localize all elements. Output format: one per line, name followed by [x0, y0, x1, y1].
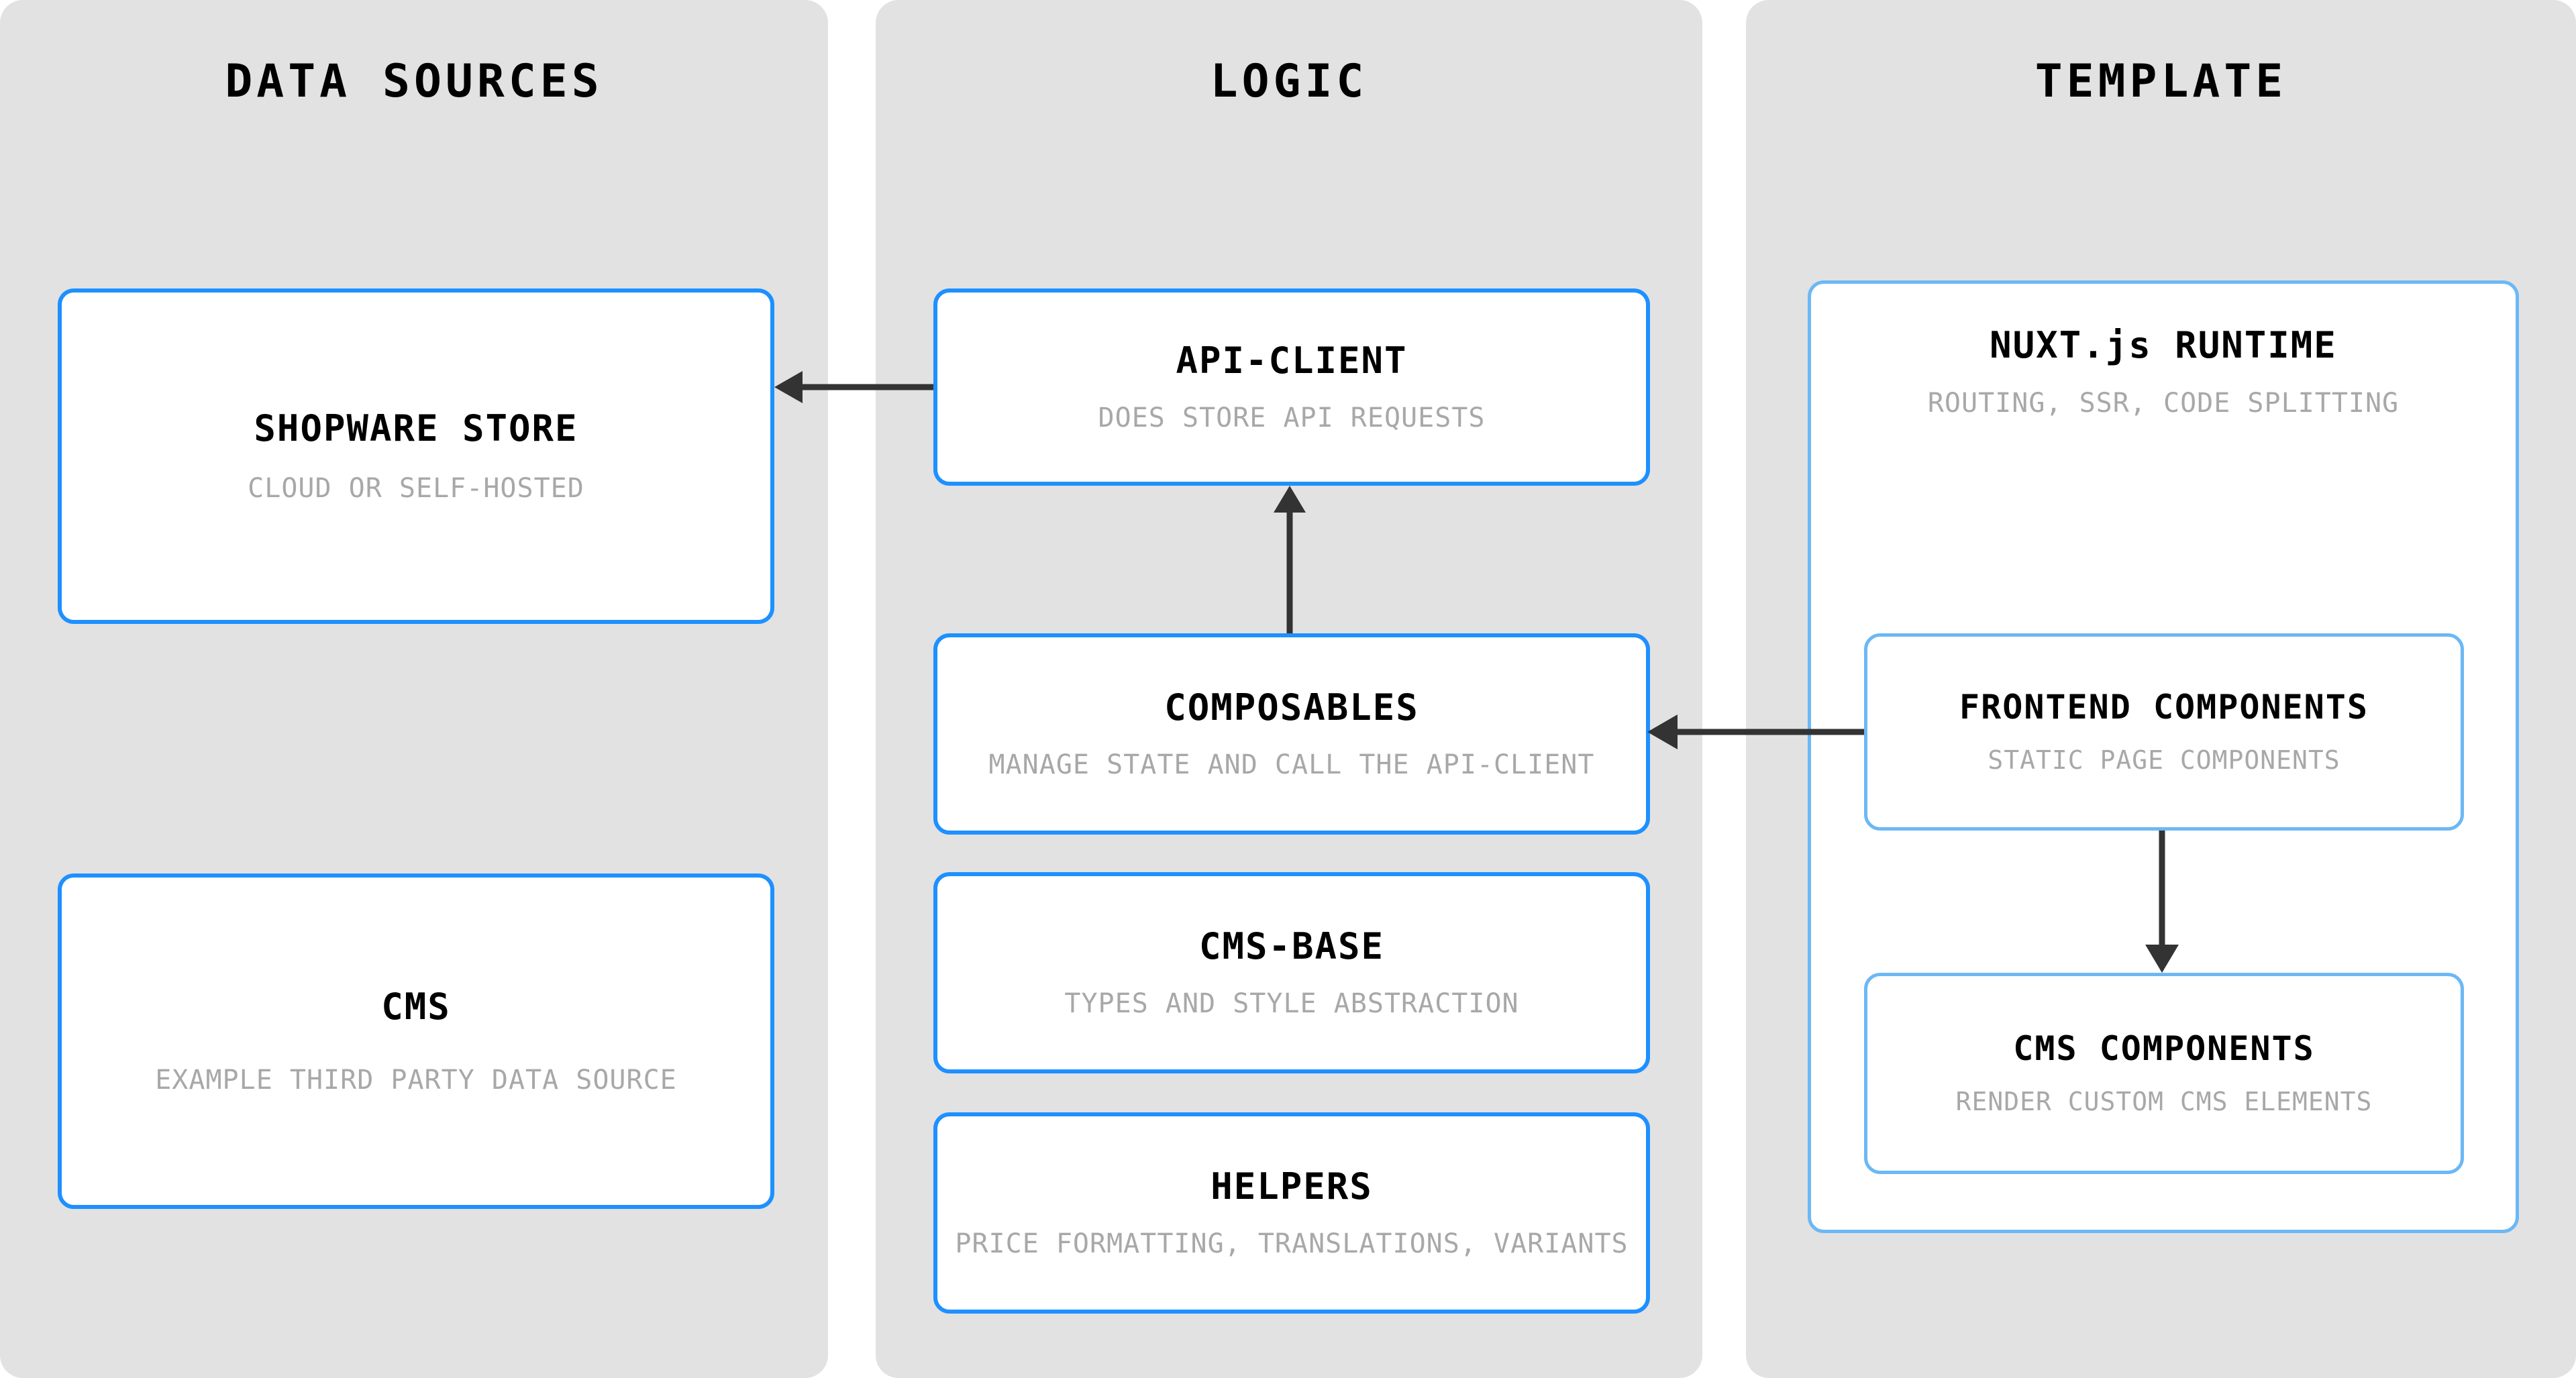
node-cms-components[interactable]: CMS COMPONENTS RENDER CUSTOM CMS ELEMENT… — [1864, 973, 2464, 1174]
node-shopware-store[interactable]: SHOPWARE STORE CLOUD OR SELF-HOSTED — [58, 288, 774, 624]
node-api-client[interactable]: API-CLIENT DOES STORE API REQUESTS — [933, 288, 1650, 486]
node-subtitle-helpers: PRICE FORMATTING, TRANSLATIONS, VARIANTS — [955, 1228, 1629, 1260]
node-subtitle-frontend-components: STATIC PAGE COMPONENTS — [1988, 745, 2340, 776]
node-title-nuxt-runtime: NUXT.js RUNTIME — [1990, 324, 2337, 366]
node-cms-base[interactable]: CMS-BASE TYPES AND STYLE ABSTRACTION — [933, 872, 1650, 1073]
node-subtitle-cms: EXAMPLE THIRD PARTY DATA SOURCE — [155, 1065, 677, 1096]
node-title-frontend-components: FRONTEND COMPONENTS — [1959, 687, 2369, 727]
node-subtitle-nuxt-runtime: ROUTING, SSR, CODE SPLITTING — [1927, 387, 2400, 419]
column-title-template: TEMPLATE — [2034, 55, 2287, 108]
node-subtitle-cms-components: RENDER CUSTOM CMS ELEMENTS — [1955, 1087, 2373, 1117]
node-title-cms-components: CMS COMPONENTS — [2013, 1028, 2315, 1068]
node-title-helpers: HELPERS — [1210, 1165, 1373, 1208]
node-cms[interactable]: CMS EXAMPLE THIRD PARTY DATA SOURCE — [58, 873, 774, 1209]
column-title-logic: LOGIC — [1210, 55, 1368, 108]
node-frontend-components[interactable]: FRONTEND COMPONENTS STATIC PAGE COMPONEN… — [1864, 633, 2464, 831]
node-title-cms-base: CMS-BASE — [1198, 924, 1385, 967]
node-title-cms: CMS — [381, 985, 451, 1028]
node-subtitle-composables: MANAGE STATE AND CALL THE API-CLIENT — [988, 749, 1595, 781]
node-title-composables: COMPOSABLES — [1164, 686, 1419, 729]
node-subtitle-api-client: DOES STORE API REQUESTS — [1098, 403, 1486, 434]
column-title-data-sources: DATA SOURCES — [225, 55, 603, 108]
node-subtitle-cms-base: TYPES AND STYLE ABSTRACTION — [1064, 988, 1519, 1020]
node-title-shopware-store: SHOPWARE STORE — [254, 407, 578, 449]
node-title-api-client: API-CLIENT — [1176, 339, 1408, 382]
node-helpers[interactable]: HELPERS PRICE FORMATTING, TRANSLATIONS, … — [933, 1112, 1650, 1314]
node-subtitle-shopware-store: CLOUD OR SELF-HOSTED — [248, 473, 584, 505]
node-composables[interactable]: COMPOSABLES MANAGE STATE AND CALL THE AP… — [933, 633, 1650, 835]
